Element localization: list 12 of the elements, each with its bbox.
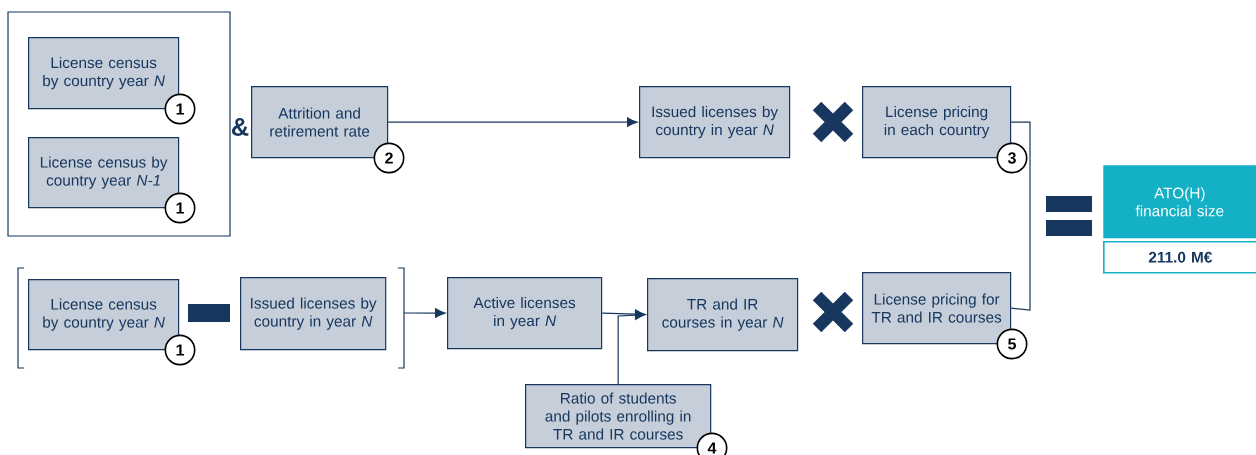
process-box: Active licenses in year N	[447, 277, 603, 350]
node-label: ATO(H) financial size	[1135, 187, 1224, 217]
result-box: 211.0 M€	[1103, 241, 1256, 274]
process-box: TR and IR courses in year N	[647, 278, 799, 352]
arrow	[617, 310, 646, 385]
process-box: Issued licenses by country in year N	[639, 86, 791, 159]
arrow	[387, 117, 638, 127]
arrow	[403, 308, 446, 318]
group-frame	[7, 11, 231, 237]
process-box: Issued licenses by country in year N	[240, 277, 387, 351]
result-box: ATO(H) financial size	[1103, 165, 1256, 239]
ampersand: &	[231, 118, 249, 136]
